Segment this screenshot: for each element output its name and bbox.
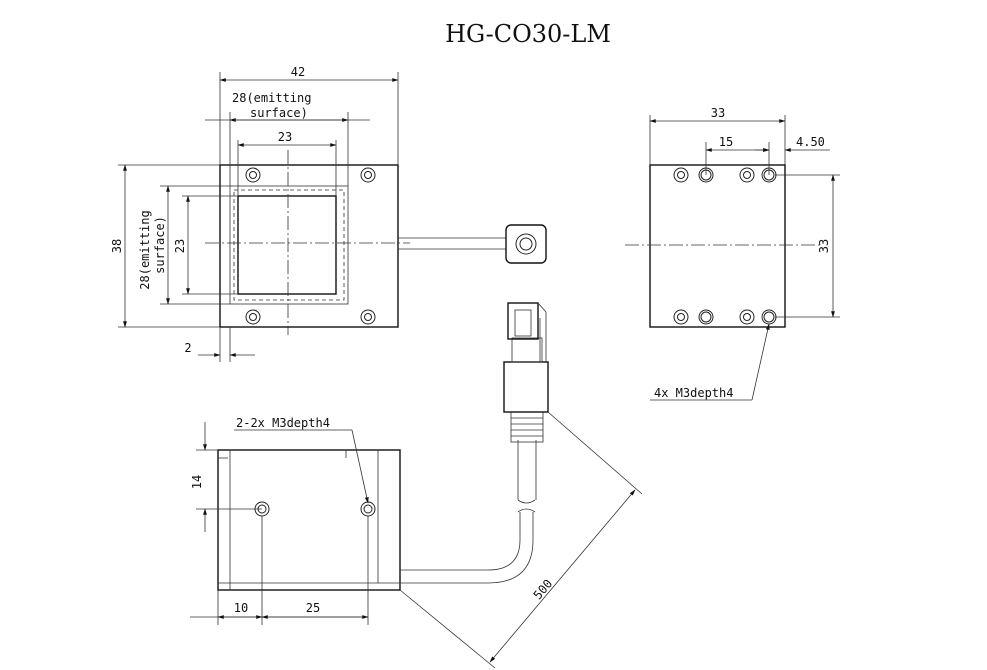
front-body-outline: [219, 164, 399, 328]
dim-cable-length: 500: [531, 577, 556, 603]
inner-window: [237, 195, 337, 295]
bottom-hole-callout: 2-2x M3depth4: [236, 416, 330, 430]
dim-side-width: 33: [711, 106, 725, 120]
emitting-surface-frame: [229, 185, 349, 305]
cable-plug-end: [505, 224, 547, 264]
side-hole-callout: 4x M3depth4: [654, 386, 733, 400]
dim-hole-spacing: 15: [719, 135, 733, 149]
cable-strain-relief: [510, 411, 544, 443]
dim-emitting-height-line1: 28(emitting: [138, 210, 152, 289]
front-screw-top-right: [360, 167, 376, 183]
side-hole-bottom-4: [761, 309, 777, 325]
dim-side-height: 33: [817, 239, 831, 253]
bottom-body-outline: [217, 449, 401, 591]
bottom-view: 2-2x M3depth4 14 10 25: [190, 302, 643, 669]
dim-hole-height: 14: [190, 475, 204, 489]
dim-emitting-width-line1: 28(emitting: [232, 91, 311, 105]
drawing-title: HG-CO30-LM: [445, 20, 611, 48]
bottom-hole-2: [360, 501, 376, 517]
dim-emitting-height-line2: surface): [153, 216, 167, 274]
dim-edge-offset: 4.50: [796, 135, 825, 149]
front-screw-top-left: [245, 167, 261, 183]
side-hole-bottom-2: [698, 309, 714, 325]
front-view: 42 28(emitting surface) 23 38 28(emittin…: [110, 65, 547, 362]
dim-border-width: 2: [184, 341, 191, 355]
dim-offset-2: 25: [306, 601, 320, 615]
dim-front-height: 38: [110, 239, 124, 253]
dim-front-width: 42: [291, 65, 305, 79]
side-hole-top-3: [739, 167, 755, 183]
side-body-outline: [649, 164, 786, 328]
side-view: 33 15 4.50 33 4x M3depth4: [625, 106, 840, 401]
dim-emitting-width-line2: surface): [250, 106, 308, 120]
front-screw-bottom-left: [245, 309, 261, 325]
side-hole-bottom-3: [739, 309, 755, 325]
side-hole-top-1: [673, 167, 689, 183]
dim-inner-height: 23: [173, 239, 187, 253]
emitting-surface-dashed: [233, 189, 345, 301]
dim-offset-1: 10: [234, 601, 248, 615]
cable-connector: [503, 302, 549, 413]
side-hole-bottom-1: [673, 309, 689, 325]
dim-inner-width: 23: [278, 130, 292, 144]
front-screw-bottom-right: [360, 309, 376, 325]
